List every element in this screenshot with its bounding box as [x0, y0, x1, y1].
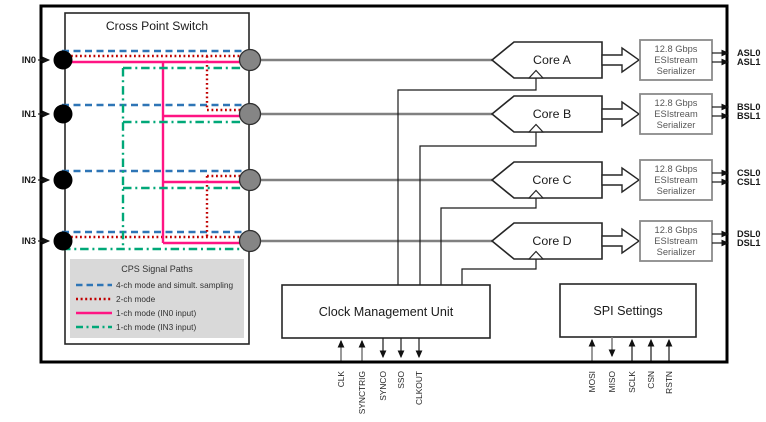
- serializer-d-box: [639, 220, 713, 262]
- cps-title: Cross Point Switch: [106, 19, 208, 33]
- input-node-in3: [53, 231, 73, 251]
- serializer-b-line2: ESIstream: [654, 109, 698, 119]
- pin-label-sso: SSO: [396, 371, 406, 389]
- clock-route-core-a: [397, 78, 537, 285]
- input-node-in2: [53, 170, 73, 190]
- channel-b: Core B 12.8 Gbps ESIstream Serializer BS…: [490, 93, 761, 135]
- chip-inputs: IN0 IN1 IN2 IN3: [22, 55, 51, 246]
- serializer-b-box: [639, 93, 713, 135]
- output-label-csl1: CSL1: [737, 177, 761, 187]
- spi-settings: SPI Settings MOSI MISO SCLK CSN RSTN: [559, 283, 697, 394]
- pin-label-clk: CLK: [336, 371, 346, 388]
- core-c-clock-pin-icon: [527, 189, 545, 199]
- output-label-bsl1: BSL1: [737, 111, 761, 121]
- serializer-d-line1: 12.8 Gbps: [655, 225, 698, 235]
- core-b-data-arrow-icon: [601, 100, 641, 128]
- serializer-a-line3: Serializer: [657, 66, 696, 76]
- core-d-label: Core D: [532, 234, 571, 248]
- channel-a: Core A 12.8 Gbps ESIstream Serializer AS…: [490, 39, 761, 81]
- legend-label-4ch: 4-ch mode and simult. sampling: [116, 280, 234, 290]
- core-d-data-arrow-icon: [601, 227, 641, 255]
- clock-route-core-d: [461, 259, 537, 285]
- output-label-csl0: CSL0: [737, 168, 761, 178]
- input-node-in1: [53, 104, 73, 124]
- clock-management-unit: Clock Management Unit CLK SYNCTRIG SYNCO…: [281, 284, 491, 414]
- legend-label-1ch-in3: 1-ch mode (IN3 input): [116, 322, 196, 332]
- serializer-c-box: [639, 159, 713, 201]
- clock-routes: [397, 78, 537, 285]
- spi-title: SPI Settings: [593, 304, 662, 318]
- pin-label-clkout: CLKOUT: [414, 371, 424, 405]
- serializer-d-line3: Serializer: [657, 247, 696, 257]
- path-4ch-mode: [62, 49, 250, 234]
- core-c-data-arrow-icon: [601, 166, 641, 194]
- pin-label-synco: SYNCO: [378, 371, 388, 401]
- cps-legend: CPS Signal Paths 4-ch mode and simult. s…: [70, 259, 244, 338]
- serializer-b-line1: 12.8 Gbps: [655, 98, 698, 108]
- path-1ch-mode-in3: [62, 66, 250, 251]
- serializer-c-line2: ESIstream: [654, 175, 698, 185]
- pin-label-sclk: SCLK: [627, 371, 637, 393]
- output-label-asl0: ASL0: [737, 48, 761, 58]
- input-label-in1: IN1: [22, 109, 36, 119]
- output-node-d: [238, 229, 262, 253]
- output-node-c: [238, 168, 262, 192]
- clock-route-core-b: [419, 132, 537, 285]
- analog-buses: [250, 58, 492, 243]
- input-label-in0: IN0: [22, 55, 36, 65]
- serializer-c-line1: 12.8 Gbps: [655, 164, 698, 174]
- core-d-clock-pin-icon: [527, 250, 545, 260]
- output-node-a: [238, 48, 262, 72]
- core-a-clock-pin-icon: [527, 69, 545, 79]
- output-label-asl1: ASL1: [737, 57, 761, 67]
- legend-label-2ch: 2-ch mode: [116, 294, 156, 304]
- pin-label-rstn: RSTN: [664, 371, 674, 394]
- path-1ch-mode-in0: [62, 60, 250, 245]
- serializer-b-line3: Serializer: [657, 120, 696, 130]
- cmu-title: Clock Management Unit: [319, 305, 454, 319]
- channel-c: Core C 12.8 Gbps ESIstream Serializer CS…: [490, 159, 761, 201]
- legend-label-1ch-in0: 1-ch mode (IN0 input): [116, 308, 196, 318]
- serializer-d-line2: ESIstream: [654, 236, 698, 246]
- core-b-clock-pin-icon: [527, 123, 545, 133]
- pin-label-mosi: MOSI: [587, 371, 597, 392]
- cmu-box: [281, 284, 491, 339]
- core-c-label: Core C: [532, 173, 571, 187]
- pin-label-miso: MISO: [607, 371, 617, 393]
- pin-label-synctrig: SYNCTRIG: [357, 371, 367, 414]
- serializer-a-line2: ESIstream: [654, 55, 698, 65]
- cps-nodes: [53, 48, 262, 253]
- pin-label-csn: CSN: [646, 371, 656, 389]
- core-a-label: Core A: [533, 53, 572, 67]
- input-label-in2: IN2: [22, 175, 36, 185]
- serializer-c-line3: Serializer: [657, 186, 696, 196]
- core-b-label: Core B: [533, 107, 572, 121]
- clock-route-core-c: [440, 198, 537, 285]
- output-label-bsl0: BSL0: [737, 102, 761, 112]
- legend-title: CPS Signal Paths: [121, 264, 193, 274]
- output-node-b: [238, 102, 262, 126]
- path-2ch-mode: [62, 54, 250, 239]
- input-label-in3: IN3: [22, 236, 36, 246]
- output-label-dsl1: DSL1: [737, 238, 761, 248]
- spi-box: [559, 283, 697, 338]
- output-label-dsl0: DSL0: [737, 229, 761, 239]
- input-node-in0: [53, 50, 73, 70]
- core-a-data-arrow-icon: [601, 46, 641, 74]
- serializer-a-box: [639, 39, 713, 81]
- serializer-a-line1: 12.8 Gbps: [655, 44, 698, 54]
- channel-d: Core D 12.8 Gbps ESIstream Serializer DS…: [490, 220, 761, 262]
